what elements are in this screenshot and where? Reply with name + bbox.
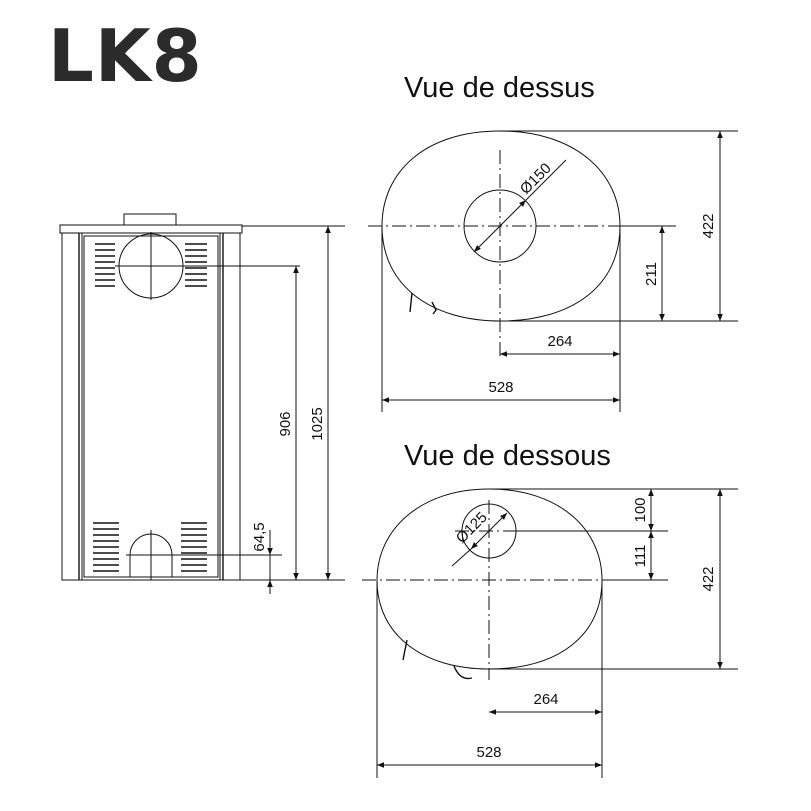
bottom-foot-left bbox=[402, 639, 408, 661]
lower-vents bbox=[93, 522, 207, 572]
top-offset-label: 211 bbox=[643, 262, 660, 286]
bottom-depth-label: 422 bbox=[700, 566, 717, 591]
bottom-width-label: 528 bbox=[476, 744, 501, 761]
bottom-lower-label: 111 bbox=[632, 545, 649, 568]
top-foot-right bbox=[431, 301, 437, 315]
top-foot-left bbox=[409, 292, 413, 313]
top-plate bbox=[59, 224, 243, 234]
front-view: 1025 906 64,5 bbox=[59, 213, 345, 594]
top-width-label: 528 bbox=[488, 379, 513, 396]
top-diameter-label: Ø150 bbox=[517, 160, 555, 198]
height-total-label: 1025 bbox=[309, 407, 326, 440]
bottom-upper-label: 100 bbox=[632, 497, 649, 522]
top-half-width-label: 264 bbox=[547, 333, 572, 350]
left-side-panel bbox=[61, 232, 83, 581]
outlet-height-label: 906 bbox=[277, 411, 294, 436]
bottom-half-width-label: 264 bbox=[533, 691, 558, 708]
bottom-foot-right bbox=[453, 665, 473, 680]
product-title: LK8 bbox=[48, 14, 203, 98]
inlet-height-label: 64,5 bbox=[251, 522, 268, 551]
top-view-title: Vue de dessus bbox=[404, 72, 595, 104]
bottom-view-title: Vue de dessous bbox=[404, 440, 611, 472]
right-side-panel bbox=[219, 232, 241, 581]
top-depth-label: 422 bbox=[700, 213, 717, 238]
top-view: Ø150 422 211 264 528 bbox=[368, 130, 738, 412]
upper-vents bbox=[95, 243, 207, 287]
bottom-view: Ø125 422 100 111 264 528 bbox=[362, 488, 738, 778]
bottom-diameter-label: Ø125 bbox=[453, 509, 491, 547]
flue-collar bbox=[123, 213, 177, 226]
